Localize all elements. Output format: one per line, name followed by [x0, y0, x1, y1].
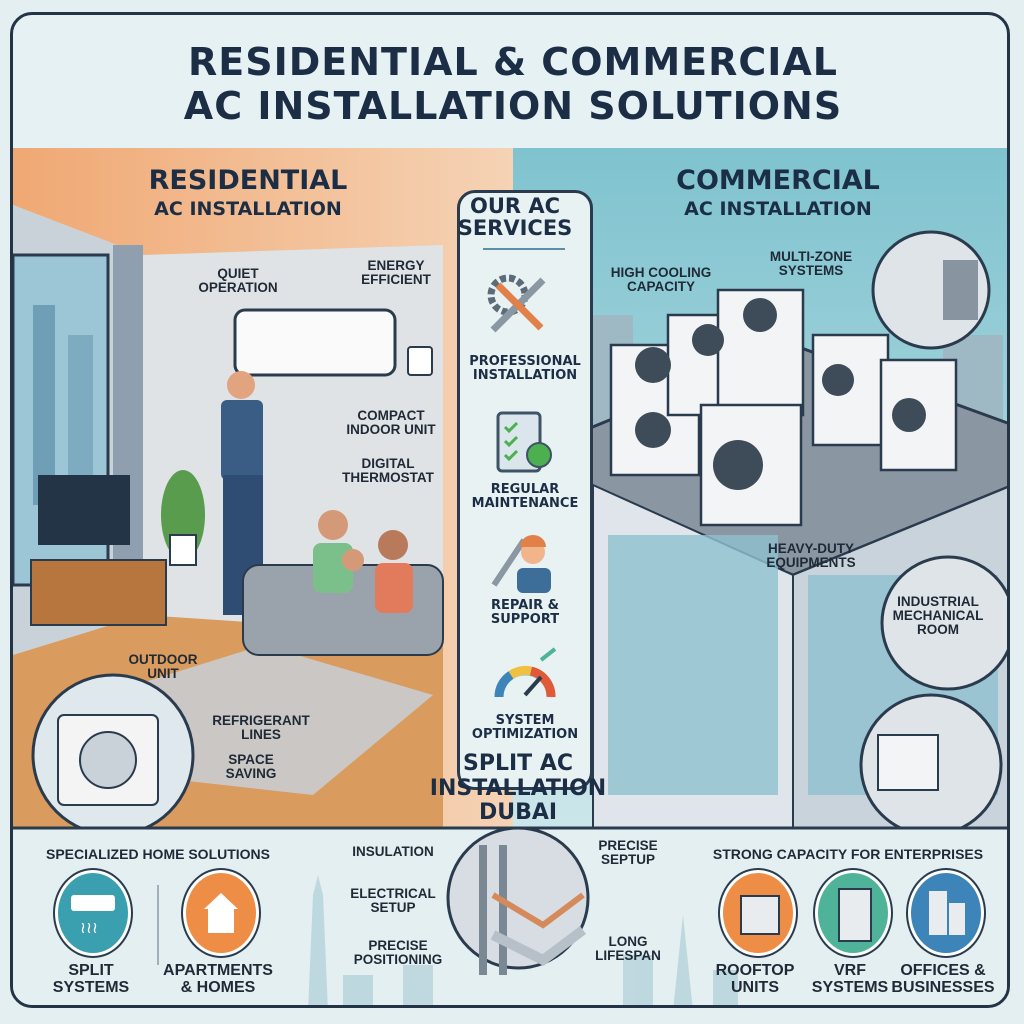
scene-illustration [13, 148, 1007, 1005]
enterprise-item-offices-businesses: OFFICES &BUSINESSES [891, 962, 995, 996]
checklist-icon [496, 411, 552, 473]
home-solutions-heading: SPECIALIZED HOME SOLUTIONS [45, 846, 271, 862]
title-line-1: RESIDENTIAL & COMMERCIAL [188, 40, 838, 84]
tools-gear-icon [487, 274, 546, 333]
home-item-apartments-homes: APARTMENTS& HOMES [163, 962, 273, 996]
residential-subheading: AC INSTALLATION [154, 198, 342, 220]
indoor-ac-unit [233, 308, 397, 377]
commercial-heading: COMMERCIAL [676, 165, 880, 196]
infographic-frame: RESIDENTIAL & COMMERCIAL AC INSTALLATION… [10, 12, 1010, 1008]
rooftop-unit-icon [720, 870, 796, 956]
house-icon [183, 870, 259, 956]
commercial-subheading: AC INSTALLATION [684, 198, 872, 220]
city-skyline [308, 875, 738, 1005]
divider [483, 248, 565, 250]
split-ac-icon: ≀≀≀ [55, 870, 131, 956]
service-repair-support: REPAIR &SUPPORT [490, 598, 560, 627]
callout-insulation: INSULATION [352, 844, 434, 859]
title-line-2: AC INSTALLATION SOLUTIONS [183, 84, 843, 128]
office-building-icon [908, 870, 984, 956]
vrf-cabinet-icon [815, 870, 891, 956]
enterprise-heading: STRONG CAPACITY FOR ENTERPRISES [712, 846, 984, 862]
residential-heading: RESIDENTIAL [148, 165, 348, 196]
technician-icon [491, 535, 551, 593]
gauge-icon [494, 647, 557, 698]
